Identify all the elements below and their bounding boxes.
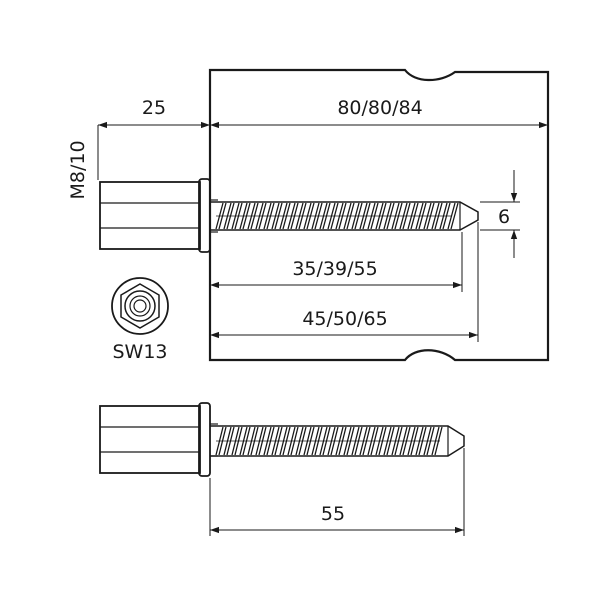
substrate-thickness-dimension: 80/80/84: [210, 97, 548, 129]
screw-length-label: 45/50/65: [302, 308, 387, 330]
installed-screw: [99, 178, 479, 253]
head-length-dimension: 25: [97, 97, 210, 180]
thread-length-label: 35/39/55: [292, 258, 377, 280]
head-length-label: 25: [142, 97, 166, 119]
wrench-size-label: SW13: [112, 341, 167, 363]
variant-screw: [99, 402, 465, 477]
hex-end-view: [111, 277, 169, 335]
substrate-outline: [208, 68, 550, 362]
thread-length-dimension: 35/39/55: [210, 232, 463, 292]
screw-thread: [215, 202, 459, 230]
screw-thread: [215, 426, 443, 456]
thread-size-label: M8/10: [67, 140, 89, 199]
screw-length-dimension: 45/50/65: [210, 222, 479, 342]
variant-length-label: 55: [321, 503, 345, 525]
variant-length-dimension: 55: [209, 448, 465, 536]
tip-diameter-label: 6: [498, 206, 510, 228]
substrate-thickness-label: 80/80/84: [337, 97, 422, 119]
tip-diameter-dimension: 6: [480, 170, 520, 258]
